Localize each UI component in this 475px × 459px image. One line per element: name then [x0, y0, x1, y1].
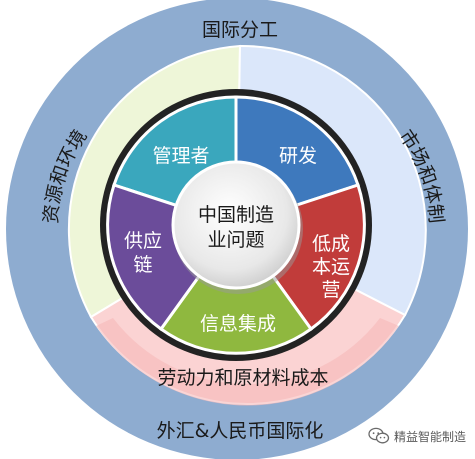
segment-label-supply-chain-1: 供应: [124, 230, 162, 252]
segment-label-low-cost-3: 营: [321, 279, 340, 301]
center-label-line2: 业问题: [207, 229, 264, 251]
watermark-text: 精益智能制造: [394, 429, 467, 444]
center-circle: [171, 160, 301, 290]
segment-label-manager: 管理者: [152, 145, 209, 167]
center-label-line1: 中国制造: [198, 204, 274, 226]
outer-label-bottom: 外汇&人民币国际化: [157, 420, 324, 442]
segment-label-info-integration: 信息集成: [200, 313, 276, 335]
middle-label-bottom: 劳动力和原材料成本: [157, 367, 328, 389]
wechat-icon: [368, 427, 390, 444]
watermark: 精益智能制造: [368, 427, 466, 445]
segment-label-rnd: 研发: [279, 145, 317, 167]
segment-label-low-cost-1: 低成: [312, 233, 350, 255]
segment-label-supply-chain-2: 链: [133, 254, 152, 276]
segment-label-low-cost-2: 本运: [312, 256, 350, 278]
middle-ring-bottom-shade: [96, 318, 399, 406]
outer-label-top: 国际分工: [202, 19, 278, 41]
